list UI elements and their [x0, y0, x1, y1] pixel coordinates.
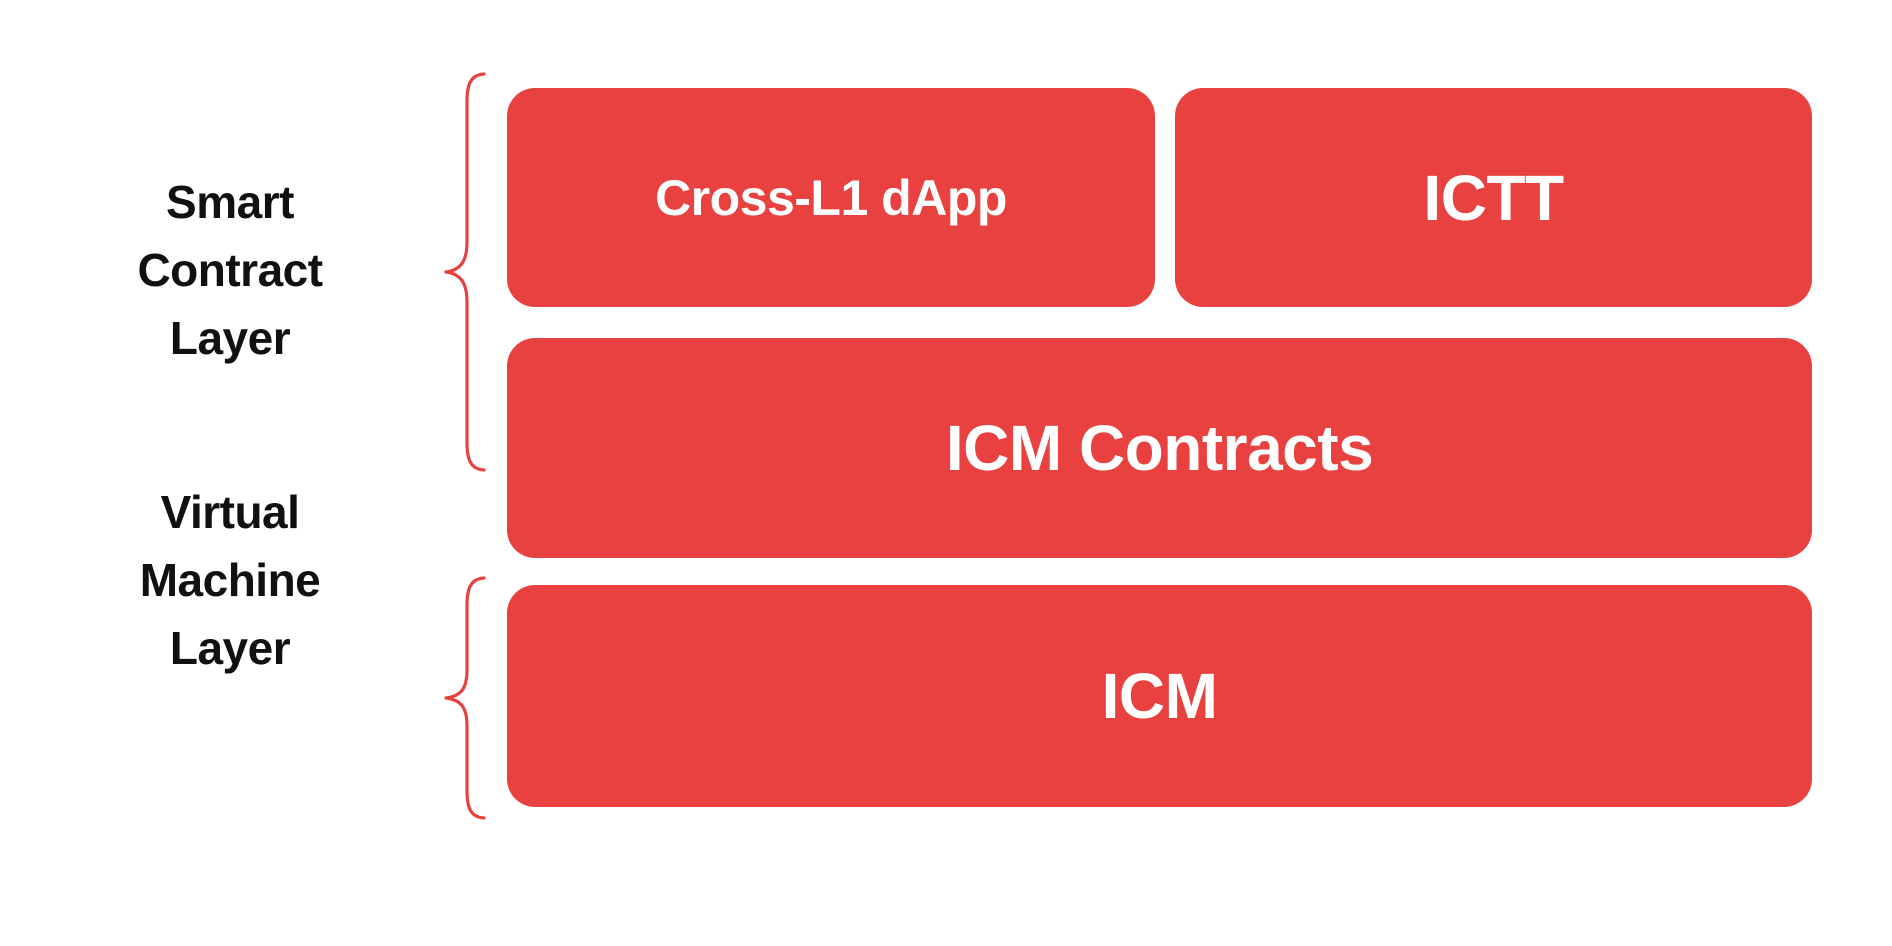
- node-label-cross-l1-dapp: Cross-L1 dApp: [655, 169, 1007, 226]
- node-ictt[interactable]: ICTT: [1175, 88, 1812, 307]
- layer-label-virtual-machine-layer: Virtual Machine Layer: [139, 486, 321, 675]
- layer-label-smart-contract-layer: Smart Contract Layer: [137, 176, 323, 365]
- curly-brace-icon-smart-contract-layer: [444, 72, 486, 472]
- node-icm-contracts[interactable]: ICM Contracts: [507, 338, 1812, 558]
- node-icm[interactable]: ICM: [507, 585, 1812, 807]
- curly-brace-icon-virtual-machine-layer: [444, 576, 486, 820]
- node-cross-l1-dapp[interactable]: Cross-L1 dApp: [507, 88, 1155, 307]
- node-label-icm: ICM: [1101, 660, 1218, 732]
- node-label-icm-contracts: ICM Contracts: [945, 412, 1374, 484]
- node-label-ictt: ICTT: [1423, 161, 1564, 234]
